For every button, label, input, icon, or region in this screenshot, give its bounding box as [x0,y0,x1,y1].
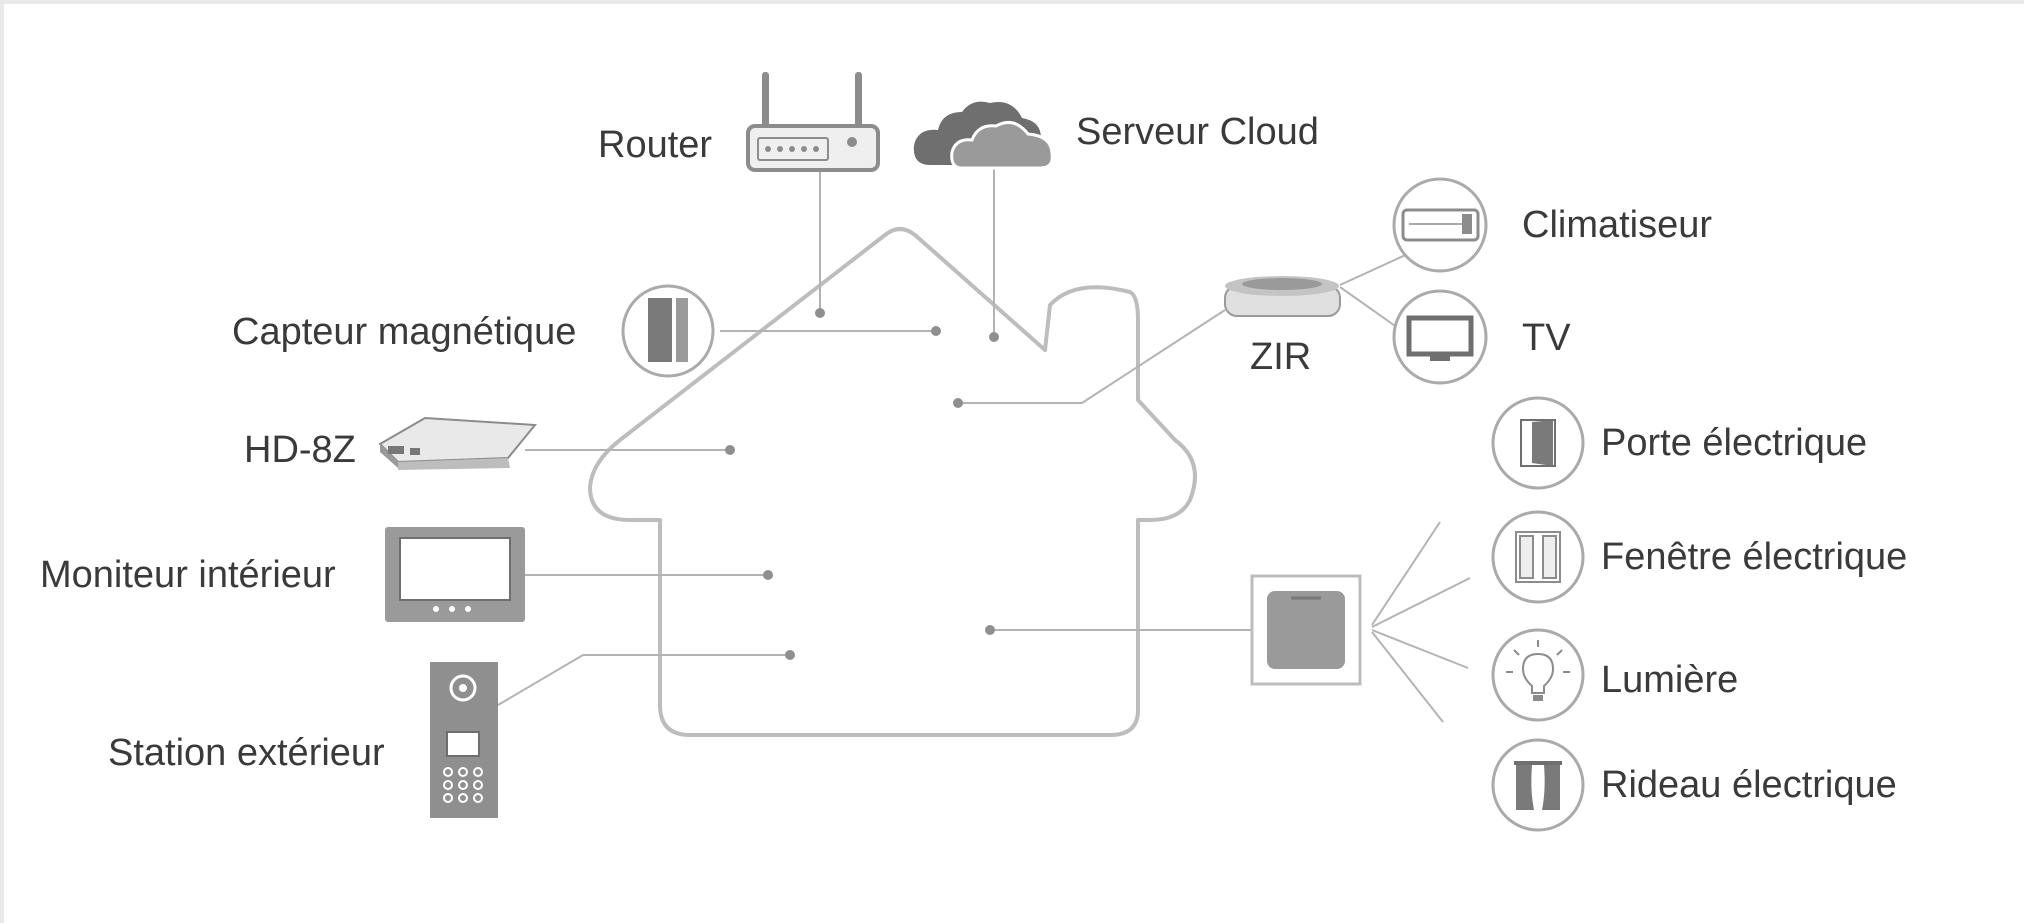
station-label: Station extérieur [108,732,385,774]
relay-dot [985,625,995,635]
light-bulb-icon [1491,628,1585,722]
station-connector [497,654,790,706]
house-outline [588,227,1197,737]
magnetic-sensor-icon [621,284,715,378]
relay-to-fenetre [1371,577,1471,628]
zir-to-clim [1339,251,1413,286]
porte-label: Porte électrique [1601,422,1868,464]
router-label: Router [598,124,713,166]
tv-icon [1392,289,1488,385]
cloud-dot [989,332,999,342]
indoor-monitor-icon [385,527,525,622]
relay-module-icon [1250,574,1362,686]
capteur-label: Capteur magnétique [232,311,577,353]
fenetre-label: Fenêtre électrique [1601,536,1908,578]
station-dot [785,650,795,660]
cloud-label: Serveur Cloud [1076,111,1319,153]
router-icon [746,72,880,172]
climatiseur-label: Climatiseur [1522,204,1713,246]
electric-door-icon [1491,396,1585,490]
zir-dot [953,398,963,408]
zir-connector [958,309,1226,404]
relay-to-lumiere [1371,629,1469,669]
router-dot [815,308,825,318]
hd8z-dot [725,445,735,455]
rideau-label: Rideau électrique [1601,764,1897,806]
capteur-dot [931,326,941,336]
air-conditioner-icon [1392,177,1488,273]
relay-to-rideau [1371,631,1444,723]
moniteur-label: Moniteur intérieur [40,554,336,596]
electric-window-icon [1491,510,1585,604]
outdoor-station-icon [430,662,498,818]
zir-label: ZIR [1250,336,1312,378]
curtain-icon [1491,738,1585,832]
relay-to-porte [1371,521,1441,626]
lumiere-label: Lumière [1601,659,1739,701]
tv-label: TV [1522,317,1571,359]
cloud-icon [913,101,1054,170]
hd8z-label: HD-8Z [244,429,356,471]
moniteur-dot [763,570,773,580]
zir-sensor-icon [1224,276,1341,317]
hd8z-gateway-icon [378,416,538,470]
